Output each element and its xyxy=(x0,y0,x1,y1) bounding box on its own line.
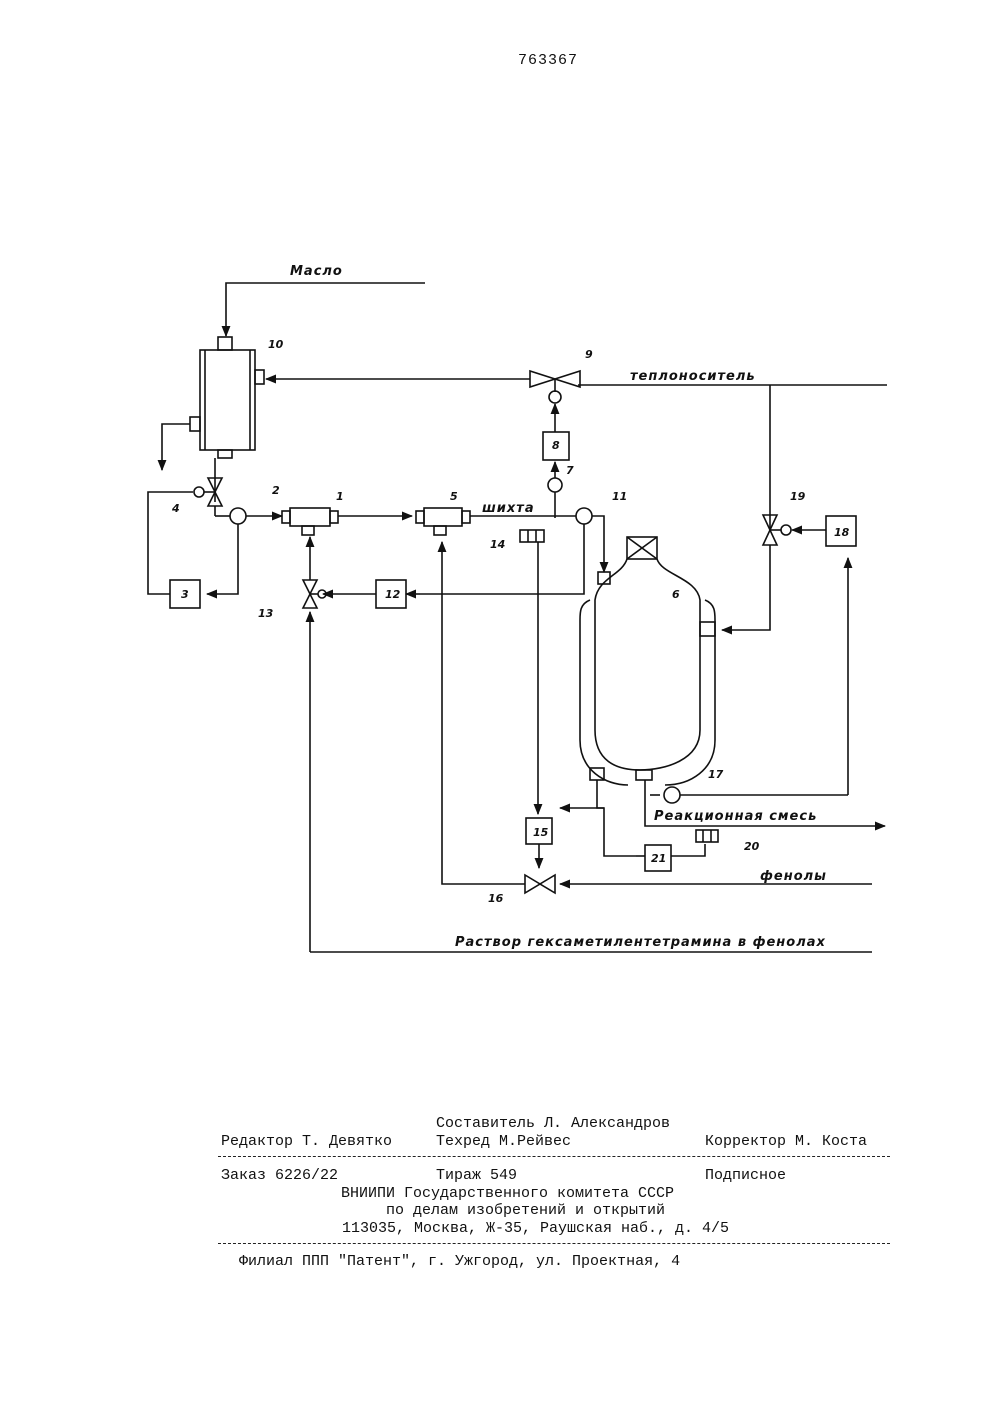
label-6: 6 xyxy=(672,588,680,601)
heat-exchanger-10 xyxy=(190,337,264,458)
imprint-techred: Техред М.Рейвес xyxy=(436,1133,571,1150)
valve-19 xyxy=(763,515,791,545)
label-5: 5 xyxy=(450,490,458,503)
valve-13 xyxy=(303,580,326,608)
imprint-address: 113035, Москва, Ж-35, Раушская наб., д. … xyxy=(342,1220,729,1237)
label-7: 7 xyxy=(566,464,574,477)
label-11: 11 xyxy=(612,490,627,503)
label-1: 1 xyxy=(336,490,344,503)
flow-meter-14 xyxy=(520,530,544,542)
label-4: 4 xyxy=(171,502,180,515)
imprint-editor: Редактор Т. Девятко xyxy=(221,1133,392,1150)
label-3: 3 xyxy=(181,588,189,601)
imprint-corrector: Корректор М. Коста xyxy=(705,1133,867,1150)
label-12: 12 xyxy=(385,588,401,601)
valve-9 xyxy=(530,371,580,403)
label-16: 16 xyxy=(488,892,504,905)
pump-11 xyxy=(576,508,592,524)
imprint-circulation: Тираж 549 xyxy=(436,1167,517,1184)
label-17: 17 xyxy=(708,768,724,781)
label-10: 10 xyxy=(268,338,284,351)
flow-meter-20 xyxy=(696,830,718,842)
flow-label-reaction-mixture: Реакционная смесь xyxy=(654,809,817,824)
divider-top xyxy=(218,1156,890,1157)
label-2: 2 xyxy=(272,484,280,497)
label-9: 9 xyxy=(585,348,593,361)
flow-label-oil: Масло xyxy=(290,264,343,279)
label-19: 19 xyxy=(790,490,806,503)
flow-label-solution: Раствор гексаметилентетрамина в фенолах xyxy=(455,935,826,950)
reactor-6 xyxy=(580,537,715,785)
pump-2 xyxy=(230,508,246,524)
imprint-org-dept: по делам изобретений и открытий xyxy=(386,1202,665,1219)
sensor-7 xyxy=(548,478,562,492)
flow-label-charge: шихта xyxy=(482,501,535,516)
label-14: 14 xyxy=(490,538,505,551)
oil-line xyxy=(226,283,425,336)
imprint-branch: Филиал ППП "Патент", г. Ужгород, ул. Про… xyxy=(239,1253,680,1270)
flow-label-heat-carrier: теплоноситель xyxy=(630,369,756,384)
imprint-subscription: Подписное xyxy=(705,1167,786,1184)
divider-bottom xyxy=(218,1243,890,1244)
mixer-1 xyxy=(282,508,338,535)
mixer-5 xyxy=(416,508,470,535)
label-8: 8 xyxy=(552,439,560,452)
label-20: 20 xyxy=(744,840,760,853)
imprint-order: Заказ 6226/22 xyxy=(221,1167,338,1184)
flow-label-phenols: фенолы xyxy=(760,869,827,884)
label-18: 18 xyxy=(834,526,850,539)
label-13: 13 xyxy=(258,607,274,620)
valve-4 xyxy=(194,478,222,506)
sensor-17 xyxy=(664,787,680,803)
valve-16 xyxy=(525,875,555,893)
label-21: 21 xyxy=(651,852,666,865)
hx-drain-line xyxy=(162,424,190,470)
imprint-org: ВНИИПИ Государственного комитета СССР xyxy=(341,1185,674,1202)
imprint-compiler: Составитель Л. Александров xyxy=(436,1115,670,1132)
label-15: 15 xyxy=(533,826,549,839)
process-flow-diagram: Масло теплоноситель шихта Реакционная см… xyxy=(0,0,1000,1000)
